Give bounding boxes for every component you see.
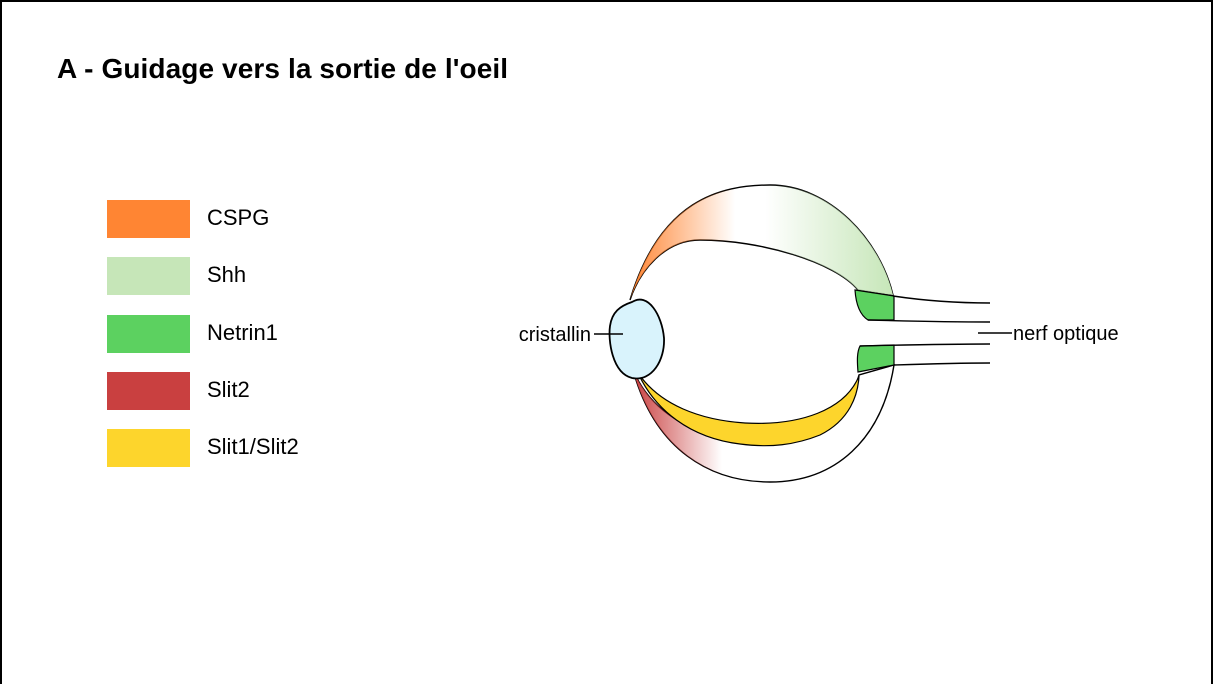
legend-swatch-slit2: [107, 372, 190, 410]
legend-label-shh: Shh: [207, 262, 247, 287]
legend-swatch-shh: [107, 257, 190, 295]
netrin1-region-lower: [856, 344, 895, 373]
legend-label-slit2: Slit2: [207, 377, 250, 402]
shh-region: [630, 185, 893, 300]
netrin1-region-upper: [854, 289, 895, 321]
legend-swatch-cspg: [107, 200, 190, 238]
legend-item-netrin1: Netrin1: [107, 315, 407, 353]
legend-item-cspg: CSPG: [107, 200, 407, 238]
lens-label: cristallin: [519, 324, 591, 346]
legend-label-netrin1: Netrin1: [207, 320, 278, 345]
legend-item-slit2: Slit2: [107, 372, 407, 410]
legend-item-shh: Shh: [107, 257, 407, 295]
slit2-region: [633, 365, 894, 482]
optic-nerve: [859, 295, 991, 366]
figure-title: A - Guidage vers la sortie de l'oeil: [57, 53, 509, 84]
legend-label-cspg: CSPG: [207, 205, 270, 230]
lens: [608, 298, 665, 380]
legend-swatch-slit1-slit2: [107, 429, 190, 467]
legend-item-slit1-slit2: Slit1/Slit2: [107, 429, 407, 467]
legend-swatch-netrin1: [107, 315, 190, 353]
legend-label-slit1-slit2: Slit1/Slit2: [207, 434, 299, 459]
slit1-slit2-region: [637, 372, 860, 447]
optic-nerve-label: nerf optique: [1013, 323, 1119, 345]
